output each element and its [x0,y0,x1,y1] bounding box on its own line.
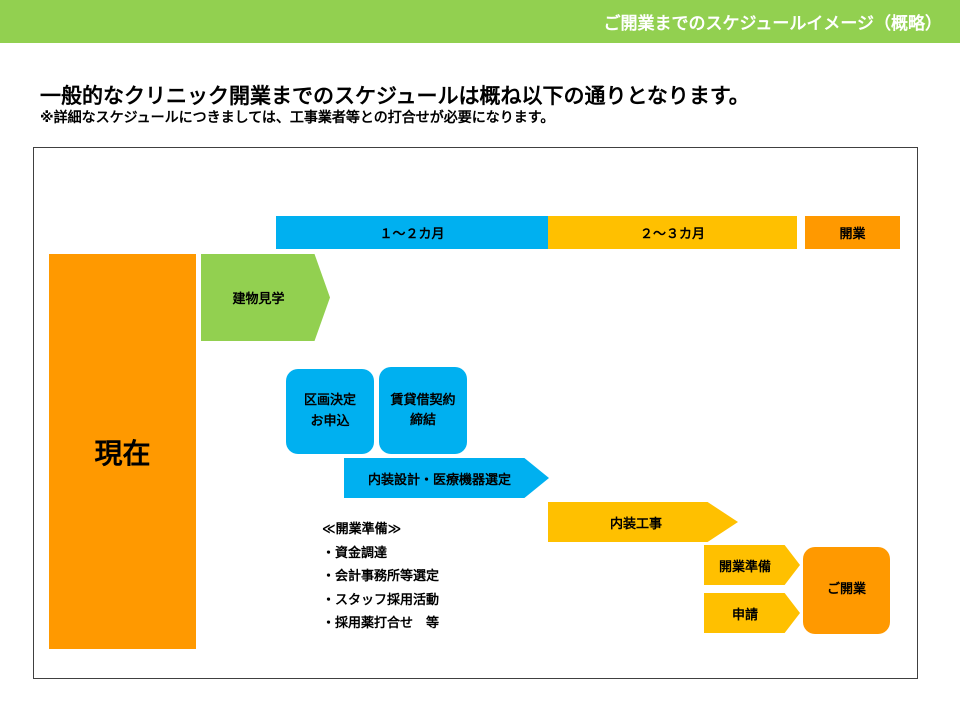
header-title: ご開業までのスケジュールイメージ（概略） [603,14,942,34]
phase-label: ２～３カ月 [639,227,705,242]
step-interior-design-arrow: 内装設計・医療機器選定 [344,458,549,498]
step-label-line: 締結 [409,413,436,429]
phase-label: 開業 [839,227,866,242]
prep-list-item: ・資金調達 [322,545,388,561]
prep-list-item: ・会計事務所等選定 [322,569,440,584]
step-application-arrow: 申請 [704,593,800,633]
step-lease-contract-box: 賃貸借契約 締結 [379,367,467,454]
phase-label: １～２カ月 [379,227,445,242]
step-label: 開業準備 [718,559,771,575]
step-opening-prep-arrow: 開業準備 [704,545,800,585]
phase-bar-opening: 開業 [805,216,900,249]
step-label: 内装工事 [609,516,662,532]
step-lot-decision-box: 区画決定 お申込 [286,369,374,454]
step-opening-box: ご開業 [803,547,890,634]
step-label: 申請 [731,607,758,623]
step-label-line: お申込 [310,413,350,429]
prep-list-item: ・採用薬打合せ 等 [322,616,440,631]
step-interior-work-arrow: 内装工事 [548,502,738,542]
step-label: 内装設計・医療機器選定 [367,472,511,488]
step-label-line: 賃貸借契約 [390,393,456,408]
prep-list-title: ≪開業準備≫ [322,522,402,537]
opening-prep-list: ≪開業準備≫ ・資金調達 ・会計事務所等選定 ・スタッフ採用活動 ・採用薬打合せ… [322,518,439,636]
current-label: 現在 [94,436,151,470]
page-headline: 一般的なクリニック開業までのスケジュールは概ね以下の通りとなります。 [40,84,750,108]
step-label-line: 区画決定 [303,393,356,409]
phase-bar-1-2-months: １～２カ月 [276,216,548,249]
phase-bar-2-3-months: ２～３カ月 [548,216,797,249]
step-label: 建物見学 [232,292,285,307]
current-block: 現在 [49,254,196,649]
page-subnote: ※詳細なスケジュールにつきましては、工事業者等との打合せが必要になります。 [40,110,555,126]
prep-list-item: ・スタッフ採用活動 [322,592,440,608]
step-label: ご開業 [826,582,866,598]
header-bar: ご開業までのスケジュールイメージ（概略） [0,0,960,43]
step-building-viewing-arrow: 建物見学 [201,254,330,341]
